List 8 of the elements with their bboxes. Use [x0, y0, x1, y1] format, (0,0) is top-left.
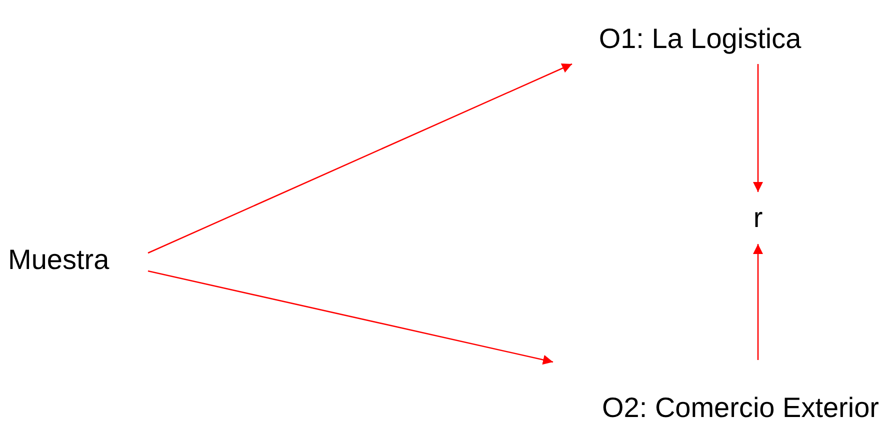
arrow	[148, 63, 572, 254]
node-label: r	[753, 202, 763, 234]
arrow	[753, 244, 763, 360]
node-label: Muestra	[8, 244, 110, 276]
node-label: O1: La Logistica	[598, 22, 802, 56]
node-label: O2: Comercio Exterior	[602, 392, 879, 424]
arrow	[148, 270, 554, 365]
arrow	[753, 64, 763, 192]
